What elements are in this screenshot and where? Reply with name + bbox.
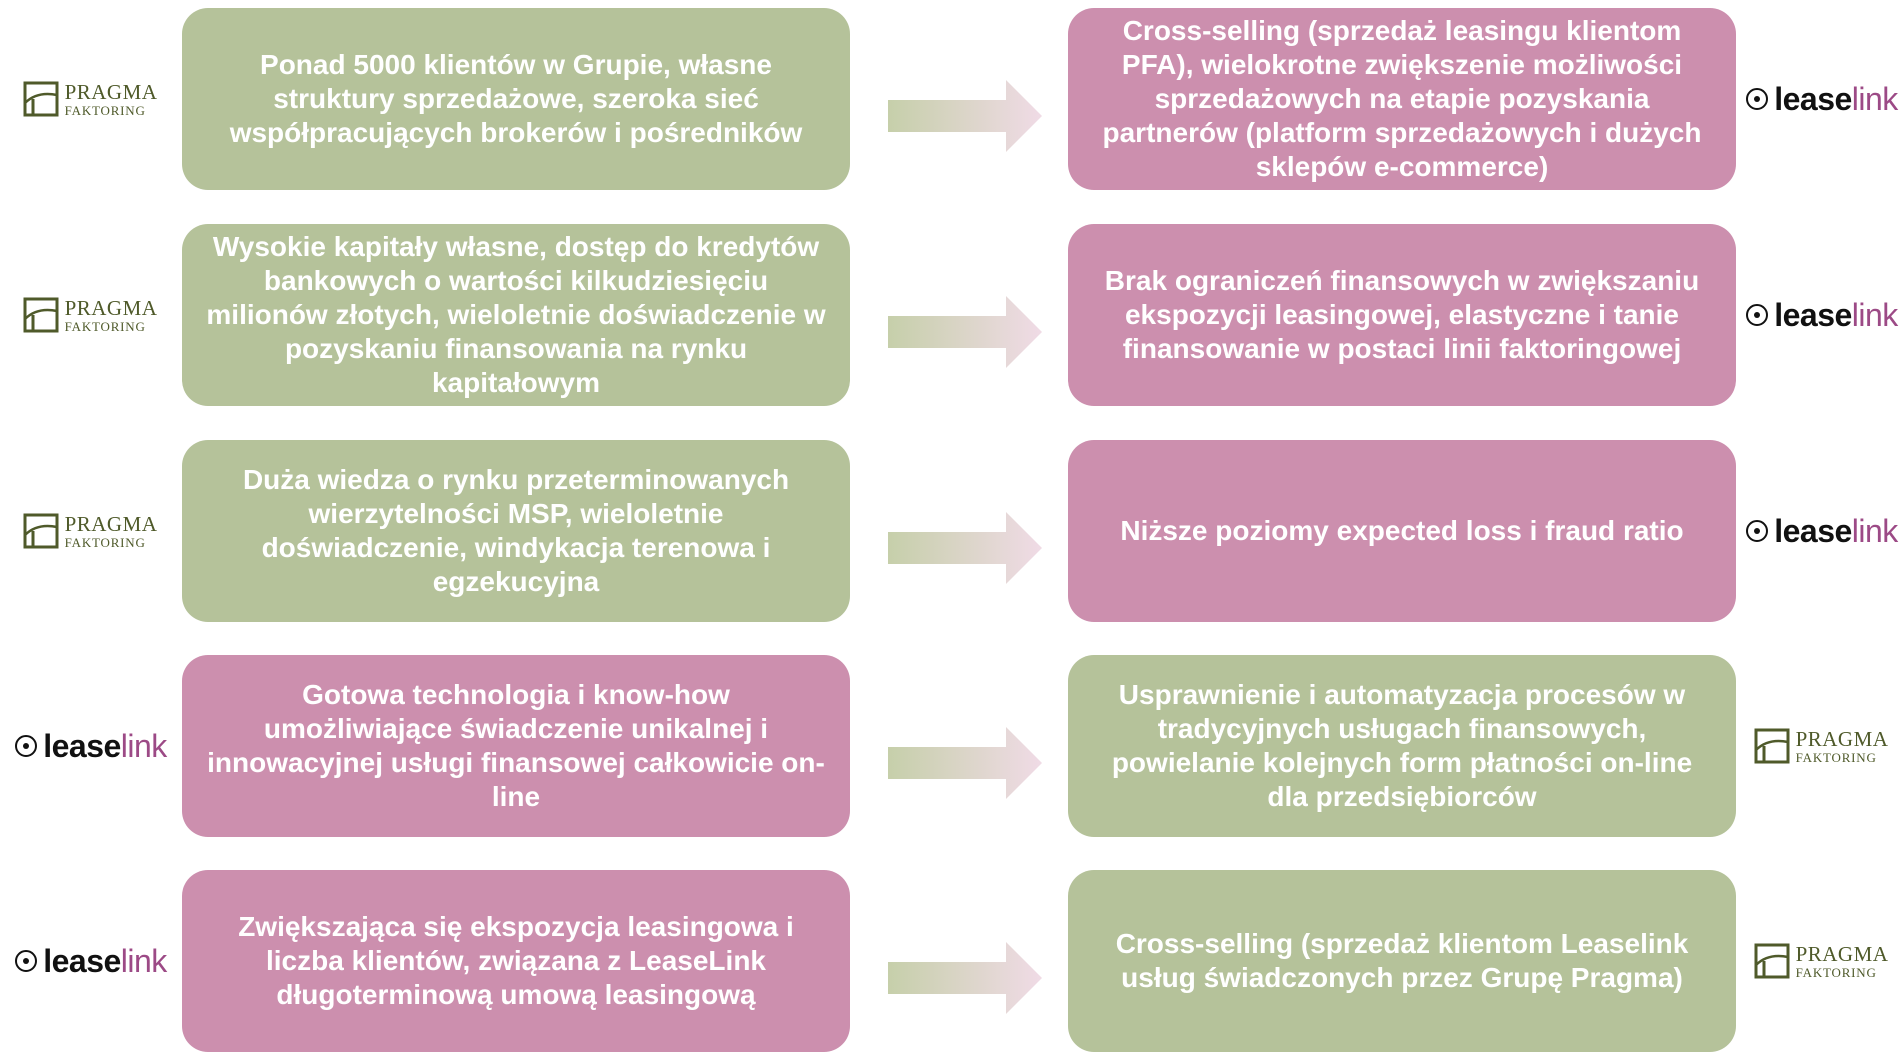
pragma-logo-line2: FAKTORING [64,318,146,334]
leaselink-logo: leaselink [1744,515,1898,547]
right-benefit-box: Niższe poziomy expected loss i fraud rat… [1068,440,1736,622]
leaselink-logo-light: link [1851,513,1899,549]
leaselink-logo-bold: lease [43,943,121,979]
pragma-logo-line1: PRAGMA [64,295,158,320]
leaselink-logo-bold: lease [1774,513,1852,549]
right-benefit-box: Cross-selling (sprzedaż leasingu kliento… [1068,8,1736,190]
leaselink-mark-icon [15,735,38,757]
leaselink-logo: leaselink [1744,299,1898,331]
left-logo-slot: leaselink [0,655,180,837]
left-resource-box: Ponad 5000 klientów w Grupie, własne str… [182,8,850,190]
right-arrow-icon [888,80,1042,152]
left-logo-slot: leaselink [0,870,180,1052]
leaselink-logo: leaselink [13,730,167,762]
leaselink-logo-bold: lease [1774,297,1852,333]
leaselink-logo: leaselink [13,945,167,977]
leaselink-logo-light: link [120,728,168,764]
leaselink-mark-icon [1746,304,1769,326]
pragma-logo-line2: FAKTORING [64,534,146,550]
pragma-mark-icon [23,513,59,549]
right-arrow-icon [888,942,1042,1014]
right-logo-slot: leaselink [1738,224,1904,406]
leaselink-mark-icon [1746,520,1769,542]
pragma-mark-icon [23,297,59,333]
pragma-logo-line1: PRAGMA [64,79,158,104]
pragma-logo-line1: PRAGMA [1795,941,1889,966]
pragma-logo-line1: PRAGMA [1795,726,1889,751]
leaselink-mark-icon [15,950,38,972]
synergy-row: leaselink Zwiększająca się ekspozycja lea… [0,870,1904,1056]
leaselink-logo-light: link [1851,81,1899,117]
left-resource-box: Wysokie kapitały własne, dostęp do kredy… [182,224,850,406]
pragma-logo-line2: FAKTORING [64,102,146,118]
left-resource-box: Gotowa technologia i know-how umożliwiaj… [182,655,850,837]
right-logo-slot: leaselink [1738,8,1904,190]
pragma-mark-icon [23,81,59,117]
pragma-logo-line1: PRAGMA [64,511,158,536]
leaselink-logo-light: link [120,943,168,979]
leaselink-logo-bold: lease [43,728,121,764]
left-resource-box: Duża wiedza o rynku przeterminowanych wi… [182,440,850,622]
right-benefit-box: Brak ograniczeń finansowych w zwiększani… [1068,224,1736,406]
leaselink-logo-light: link [1851,297,1899,333]
pragma-mark-icon [1754,943,1790,979]
right-logo-slot: leaselink [1738,440,1904,622]
pragma-logo-line2: FAKTORING [1795,749,1877,765]
right-benefit-box: Usprawnienie i automatyzacja procesów w … [1068,655,1736,837]
leaselink-logo: leaselink [1744,83,1898,115]
synergy-row: leaselink Gotowa technologia i know-how u… [0,655,1904,841]
right-arrow-icon [888,727,1042,799]
pragma-logo-line2: FAKTORING [1795,964,1877,980]
leaselink-logo-bold: lease [1774,81,1852,117]
pragma-mark-icon [1754,728,1790,764]
right-benefit-box: Cross-selling (sprzedaż klientom Leaseli… [1068,870,1736,1052]
left-resource-box: Zwiększająca się ekspozycja leasingowa i… [182,870,850,1052]
right-arrow-icon [888,512,1042,584]
right-arrow-icon [888,296,1042,368]
leaselink-mark-icon [1746,88,1769,110]
